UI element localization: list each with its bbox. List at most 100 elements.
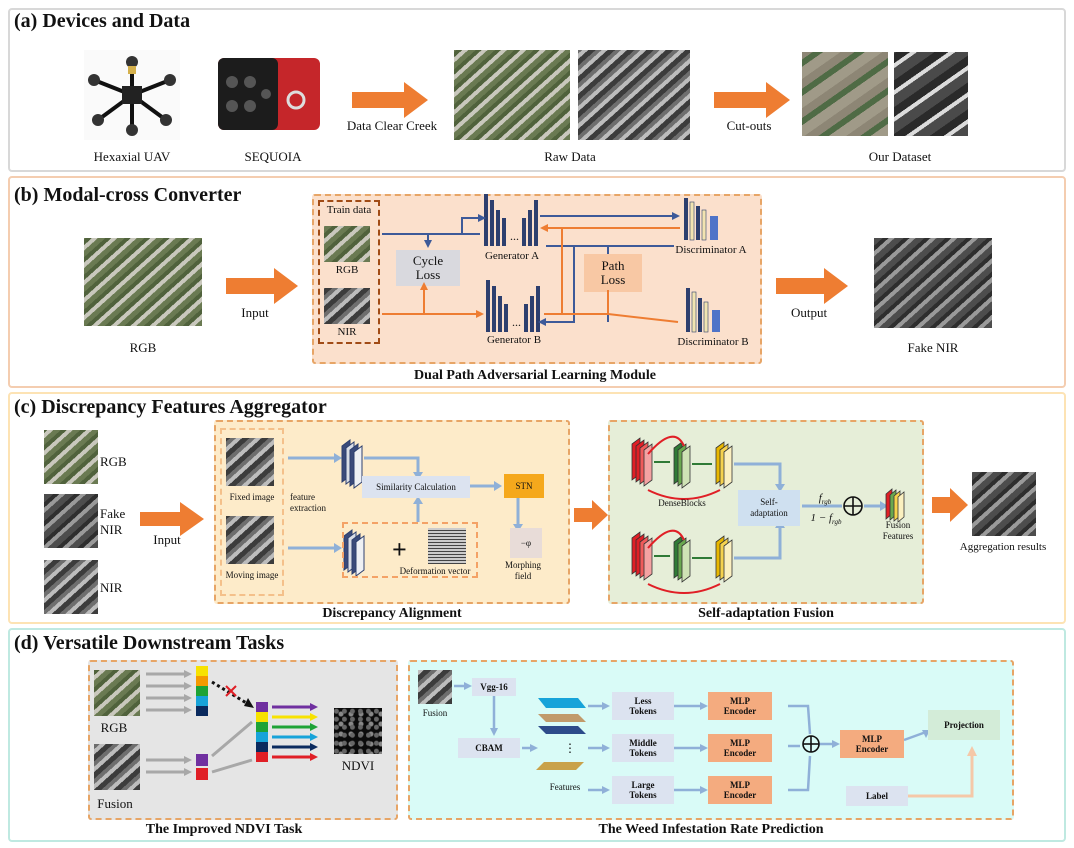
- one-minus-f-label: 1 − frgb: [810, 512, 842, 527]
- label-box: Label: [846, 786, 908, 806]
- discriminator-a-blocks: [684, 198, 718, 241]
- ndvi-fusion-image: [94, 744, 140, 790]
- morphing-field-box: −φ: [510, 528, 542, 558]
- agg-fake-nir-label: Fake NIR: [100, 506, 126, 537]
- train-nir-label: NIR: [337, 326, 357, 338]
- cbam-box: CBAM: [458, 738, 520, 758]
- generator-a-blocks: [484, 194, 538, 246]
- agg-nir-label: NIR: [100, 580, 123, 595]
- vgg-label: Vgg-16: [480, 682, 508, 692]
- arrow-data-clear-label: Data Clear Creek: [346, 118, 438, 133]
- agg-rgb-image: [44, 430, 98, 484]
- projection-label: Projection: [944, 720, 984, 730]
- converter-network: ... ...: [382, 194, 720, 333]
- raw-nir-image: [578, 50, 690, 140]
- vgg-box: Vgg-16: [472, 678, 516, 696]
- feature-stack-bottom: [343, 529, 365, 577]
- converter-output-arrow: [776, 268, 852, 309]
- weed-task-caption: The Weed Infestation Rate Prediction: [598, 822, 824, 837]
- less-tokens-label: Less Tokens: [629, 696, 657, 716]
- agg-input-arrow: [140, 502, 206, 541]
- similarity-label: Similarity Calculation: [376, 482, 456, 492]
- train-rgb-image: [324, 226, 370, 262]
- denseblock-top: [631, 437, 733, 489]
- panel-a: [8, 8, 1066, 172]
- agg-rgb-label: RGB: [100, 454, 127, 469]
- panel-c-title: (c) Discrepancy Features Aggregator: [14, 396, 327, 418]
- ndvi-task-caption: The Improved NDVI Task: [145, 822, 303, 837]
- features-label: Features: [549, 782, 581, 792]
- phi-label: −φ: [520, 538, 532, 548]
- stn-label: STN: [515, 481, 533, 491]
- discrepancy-alignment-caption: Discrepancy Alignment: [322, 606, 462, 621]
- generator-a-label: Generator A: [484, 250, 540, 262]
- alignment-to-fusion-arrow: [574, 500, 610, 535]
- dual-path-caption: Dual Path Adversarial Learning Module: [414, 368, 656, 383]
- sequoia-drawing: [218, 58, 320, 130]
- deformation-label: Deformation vector: [399, 566, 471, 576]
- middle-tokens-box: Middle Tokens: [612, 734, 674, 762]
- converter-rgb-image: [84, 238, 202, 326]
- panel-a-title: (a) Devices and Data: [14, 10, 191, 32]
- dataset-nir-image: [894, 52, 968, 136]
- cycle-loss-box: Cycle Loss: [396, 250, 460, 286]
- uav-drawing: [88, 56, 176, 136]
- ndvi-rgb-label: RGB: [100, 720, 128, 735]
- label-text: Label: [865, 791, 888, 801]
- fusion-features-label: Fusion Features: [882, 520, 914, 541]
- weed-fusion-label: Fusion: [422, 708, 448, 718]
- panel-d: [8, 628, 1066, 842]
- stn-box: STN: [504, 474, 544, 498]
- raw-rgb-image: [454, 50, 570, 140]
- weed-network: ⋮: [454, 682, 977, 798]
- fake-nir-image: [874, 238, 992, 328]
- large-tokens-box: Large Tokens: [612, 776, 674, 804]
- train-data-box: [318, 200, 380, 344]
- converter-input-arrow: [226, 268, 302, 309]
- arrow-cutouts-label: Cut-outs: [726, 118, 772, 133]
- sequoia-image: [216, 52, 322, 134]
- train-data-label: Train data: [326, 204, 372, 216]
- mlp-encoder-2: MLP Encoder: [708, 734, 772, 762]
- feature-extraction-label: feature extraction: [290, 492, 326, 513]
- fusion-network: [631, 435, 905, 594]
- panel-c: [8, 392, 1066, 624]
- self-adaptation-caption: Self-adaptation Fusion: [698, 606, 834, 621]
- ndvi-network: [146, 666, 318, 780]
- path-loss-box: Path Loss: [584, 254, 642, 292]
- weed-fusion-image: [418, 670, 452, 704]
- moving-image-label: Moving image: [225, 570, 279, 580]
- agg-nir-image: [44, 560, 98, 614]
- f-rgb-label: frgb: [818, 492, 832, 507]
- arrow-data-clear: [352, 82, 432, 123]
- cbam-label: CBAM: [475, 743, 503, 753]
- aggregation-result-image: [972, 472, 1036, 536]
- feature-stack-top: [341, 439, 363, 489]
- converter-rgb-label: RGB: [129, 340, 157, 355]
- fixed-image-label: Fixed image: [229, 492, 275, 502]
- middle-tokens-label: Middle Tokens: [629, 738, 657, 758]
- fake-nir-label: Fake NIR: [907, 340, 959, 355]
- panel-b-title: (b) Modal-cross Converter: [14, 184, 242, 206]
- svg-text:⋮: ⋮: [564, 741, 576, 755]
- ndvi-output-label: NDVI: [341, 758, 375, 773]
- fusion-to-result-arrow: [932, 488, 970, 527]
- fixed-moving-box: [220, 428, 284, 596]
- mlp-encoder-final: MLP Encoder: [840, 730, 904, 758]
- large-tokens-label: Large Tokens: [629, 780, 657, 800]
- self-adaptation-node: Self-adaptation: [738, 490, 800, 526]
- agg-input-label: Input: [153, 532, 181, 547]
- raw-data-label: Raw Data: [544, 149, 596, 164]
- similarity-box: Similarity Calculation: [362, 476, 470, 498]
- train-nir-image: [324, 288, 370, 324]
- morphing-field-label: Morphing field: [505, 560, 541, 581]
- discriminator-b-label: Discriminator B: [677, 336, 749, 348]
- discriminator-b-blocks: [686, 288, 720, 333]
- denseblocks-label: DenseBlocks: [658, 498, 706, 508]
- ndvi-fusion-label: Fusion: [97, 796, 133, 811]
- sequoia-label: SEQUOIA: [244, 149, 302, 164]
- train-rgb-label: RGB: [335, 264, 359, 276]
- mlp-encoder-1: MLP Encoder: [708, 692, 772, 720]
- uav-label: Hexaxial UAV: [93, 149, 171, 164]
- svg-text:...: ...: [510, 229, 519, 243]
